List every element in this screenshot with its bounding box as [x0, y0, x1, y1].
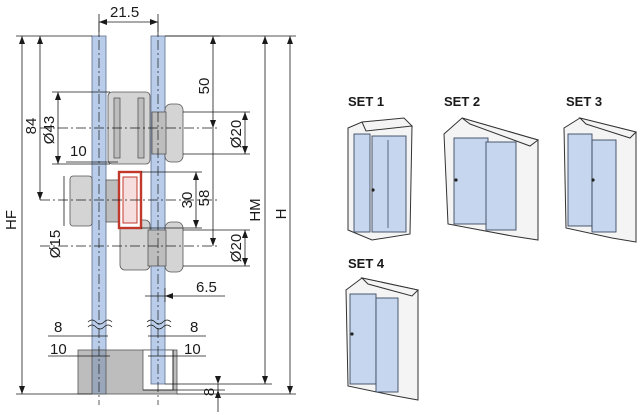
dim-8-right: 8: [190, 319, 198, 336]
left-knob: [69, 175, 93, 227]
dim-d20-upper: Ø20: [228, 120, 245, 148]
bottom-profile: [77, 349, 178, 395]
set-3-label: SET 3: [566, 94, 602, 109]
set-4: SET 4: [345, 256, 420, 401]
dim-hm: HM: [247, 198, 264, 221]
dim-8-left: 8: [54, 319, 62, 336]
dim-8-bottom: 8: [201, 388, 218, 396]
dim-50: 50: [196, 78, 213, 95]
break-marks: [87, 319, 172, 330]
dim-d15: Ø15: [47, 230, 64, 258]
set-1-label: SET 1: [348, 94, 384, 109]
cross-section-drawing: 21.5 HF 84 Ø43 10 50 Ø20 30 58 Ø15 Ø20 H…: [3, 4, 296, 412]
set-1: SET 1: [347, 94, 414, 241]
dim-d20-lower: Ø20: [228, 234, 245, 262]
dim-30: 30: [179, 192, 196, 209]
dim-h: H: [273, 209, 290, 220]
dim-d43: Ø43: [41, 116, 58, 144]
set-3: SET 3: [563, 94, 637, 243]
dim-21-5: 21.5: [110, 4, 139, 21]
dim-10-top: 10: [70, 143, 87, 160]
set-2-label: SET 2: [444, 94, 480, 109]
set-2: SET 2: [443, 94, 540, 241]
dim-6-5: 6.5: [196, 279, 217, 296]
dim-10-left: 10: [50, 341, 67, 358]
dim-10-right: 10: [184, 341, 201, 358]
dim-hf: HF: [3, 210, 20, 230]
set-4-label: SET 4: [348, 256, 385, 271]
dim-58: 58: [196, 190, 213, 207]
dim-84: 84: [23, 118, 40, 135]
lower-roller: [119, 219, 184, 273]
